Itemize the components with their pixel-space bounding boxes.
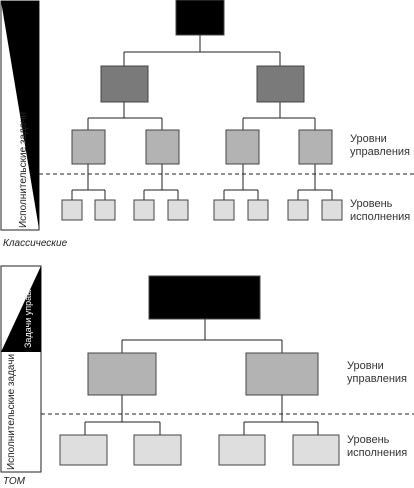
classic-level4-box [321,199,343,221]
tom-connectors [84,319,319,435]
classic-management-label: Уровни управления [350,133,410,158]
classic-caption: Классические [3,238,68,249]
tom-level3-box [133,434,182,466]
classic-level4-box [167,199,189,221]
tom-black-label: Задачи управления [23,266,33,348]
tom-level3-box [218,434,266,466]
tom-level3-box [59,434,108,466]
classic-level4-box [213,199,235,221]
classic-level2-box [256,65,305,103]
tom-black-wedge [1,266,41,352]
classic-level3-box [298,129,333,165]
tom-level3-box [292,434,340,466]
classic-left-label: Исполнительские задачи [18,112,29,228]
classic-level3-box [145,129,180,165]
tom-execution-label: Уровень исполнения [347,434,407,459]
classic-connectors [71,35,333,200]
classic-diagram: Исполнительские задачи [0,0,414,249]
tom-diagram: Задачи управления Исполнительские задачи [0,265,414,487]
classic-level4-box [247,199,269,221]
classic-level3-box [71,129,106,165]
classic-level3-box [225,129,260,165]
classic-level4-box [61,199,83,221]
classic-black-wedge [1,1,39,229]
tom-level2-box [245,352,319,396]
tom-side-frame [0,265,42,473]
tom-caption: ТОМ [3,476,26,487]
tom-management-label: Уровни управления [347,360,407,385]
classic-level4-box [287,199,309,221]
classic-level4-box [94,199,116,221]
tom-left-label: Исполнительские задачи [6,354,17,470]
classic-level2-box [100,65,149,103]
tom-top-box [148,275,261,320]
tom-level2-box [87,352,157,396]
classic-execution-label: Уровень исполнения [350,198,410,223]
classic-top-box [175,0,225,36]
classic-level4-box [133,199,155,221]
